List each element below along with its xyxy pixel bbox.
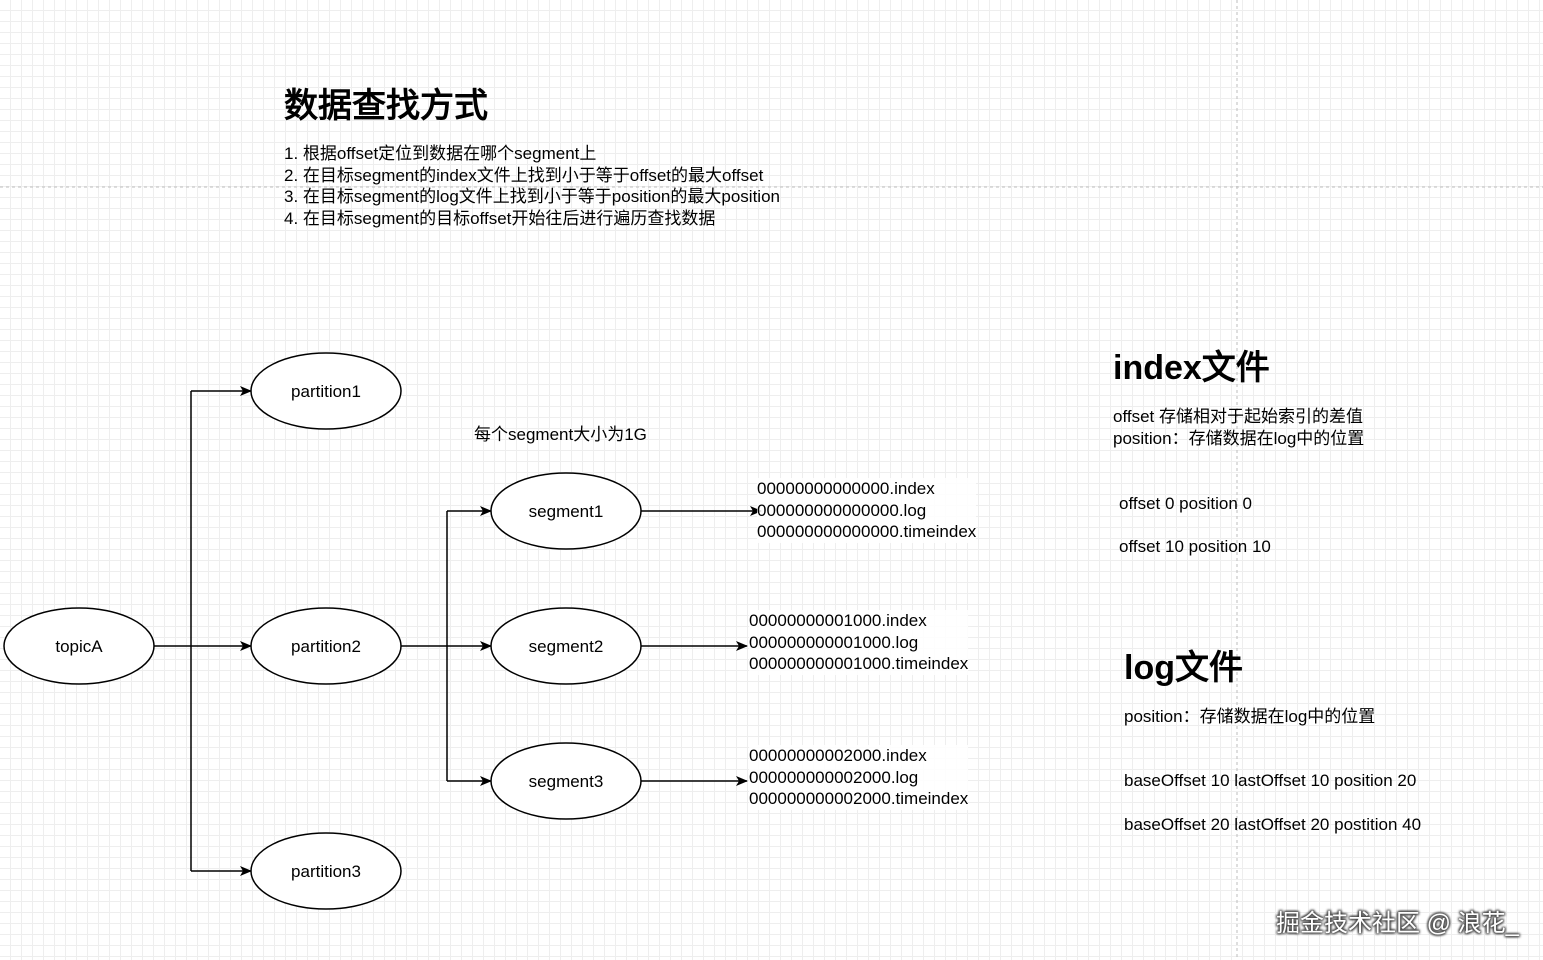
index-desc-line: position：存储数据在log中的位置 <box>1113 428 1365 448</box>
file-timeindex: 000000000002000.timeindex <box>749 789 969 808</box>
file-log: 000000000002000.log <box>749 767 919 787</box>
file-log: 000000000001000.log <box>749 632 919 652</box>
step-item: 4. 在目标segment的目标offset开始往后进行遍历查找数据 <box>284 208 716 228</box>
segment3-files[interactable]: 00000000002000.index 000000000002000.log… <box>749 745 969 810</box>
step-item: 3. 在目标segment的log文件上找到小于等于position的最大pos… <box>284 187 780 206</box>
node-segment2[interactable]: segment2 <box>490 607 642 685</box>
index-section-desc: offset 存储相对于起始索引的差值 position：存储数据在log中的位… <box>1113 406 1364 449</box>
segment2-files[interactable]: 00000000001000.index 000000000001000.log… <box>749 610 969 675</box>
file-timeindex: 000000000000000.timeindex <box>757 522 977 541</box>
file-timeindex: 000000000001000.timeindex <box>749 654 969 673</box>
step-item: 2. 在目标segment的index文件上找到小于等于offset的最大off… <box>284 165 764 185</box>
file-index: 00000000000000.index <box>757 479 935 498</box>
node-segment3-label: segment3 <box>529 772 604 791</box>
node-segment3[interactable]: segment3 <box>490 742 642 820</box>
node-partition1[interactable]: partition1 <box>250 352 402 430</box>
log-entry: baseOffset 10 lastOffset 10 position 20 <box>1124 771 1417 790</box>
log-entry: baseOffset 20 lastOffset 20 postition 40 <box>1124 815 1422 834</box>
node-topic[interactable]: topicA <box>3 607 155 685</box>
node-partition2[interactable]: partition2 <box>250 607 402 685</box>
node-segment2-label: segment2 <box>529 637 604 656</box>
node-partition3-label: partition3 <box>291 862 361 881</box>
page-title: 数据查找方式 <box>284 87 488 125</box>
file-index: 00000000002000.index <box>749 746 927 765</box>
steps-list: 1. 根据offset定位到数据在哪个segment上 2. 在目标segmen… <box>284 143 780 229</box>
index-desc-line: offset 存储相对于起始索引的差值 <box>1113 407 1363 426</box>
node-segment1[interactable]: segment1 <box>490 472 642 550</box>
node-topic-label: topicA <box>55 637 103 656</box>
segment1-files[interactable]: 00000000000000.index 000000000000000.log… <box>757 478 977 543</box>
node-segment1-label: segment1 <box>529 502 604 521</box>
log-section-heading: log文件 <box>1124 649 1243 687</box>
node-partition3[interactable]: partition3 <box>250 832 402 910</box>
watermark: 掘金技术社区 @ 浪花_ <box>1275 910 1519 937</box>
file-index: 00000000001000.index <box>749 611 927 630</box>
segment-size-note: 每个segment大小为1G <box>474 425 647 444</box>
node-partition1-label: partition1 <box>291 382 361 401</box>
node-partition2-label: partition2 <box>291 637 361 656</box>
index-entry: offset 10 position 10 <box>1119 537 1271 556</box>
log-section-desc: position：存储数据在log中的位置 <box>1124 707 1376 726</box>
index-entry: offset 0 position 0 <box>1119 494 1252 513</box>
step-item: 1. 根据offset定位到数据在哪个segment上 <box>284 144 597 163</box>
file-log: 000000000000000.log <box>757 500 927 520</box>
index-section-heading: index文件 <box>1113 349 1270 387</box>
